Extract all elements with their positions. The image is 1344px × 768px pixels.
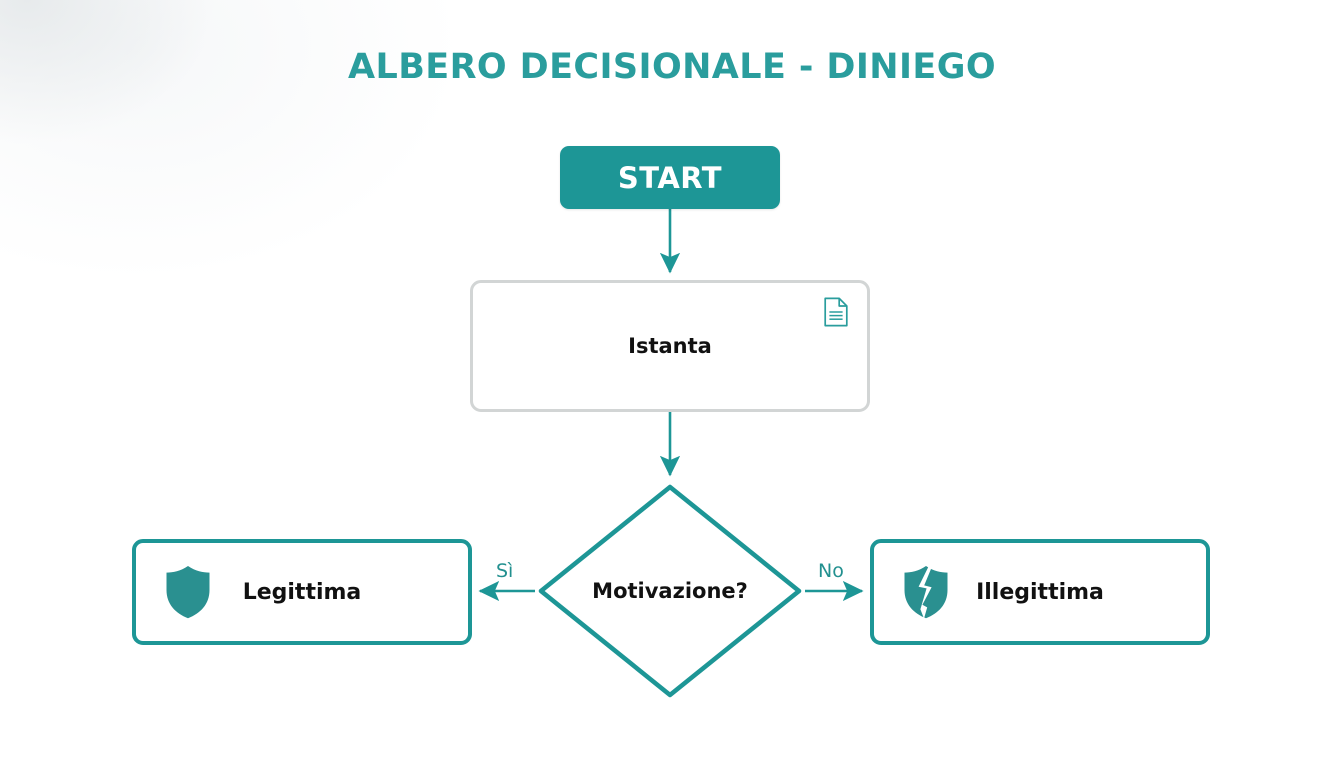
node-illegittima-label: Illegittima xyxy=(976,579,1104,605)
edge-label-si: Sì xyxy=(496,560,514,582)
node-istanta-label: Istanta xyxy=(628,334,712,358)
node-start[interactable]: START xyxy=(560,146,780,209)
node-legittima-label: Legittima xyxy=(242,579,362,605)
broken-shield-icon xyxy=(900,563,952,621)
document-icon xyxy=(823,297,849,327)
node-start-label: START xyxy=(617,160,723,195)
node-decision-label: Motivazione? xyxy=(592,579,748,603)
shield-icon xyxy=(162,563,214,621)
node-decision[interactable]: Motivazione? xyxy=(535,481,805,701)
decision-diamond-shape xyxy=(538,484,802,698)
page-title: ALBERO DECISIONALE - DINIEGO xyxy=(348,47,996,87)
edge-label-no: No xyxy=(818,560,844,582)
node-illegittima[interactable]: Illegittima xyxy=(870,539,1210,645)
node-legittima[interactable]: Legittima xyxy=(132,539,472,645)
node-istanta[interactable]: Istanta xyxy=(470,280,870,412)
